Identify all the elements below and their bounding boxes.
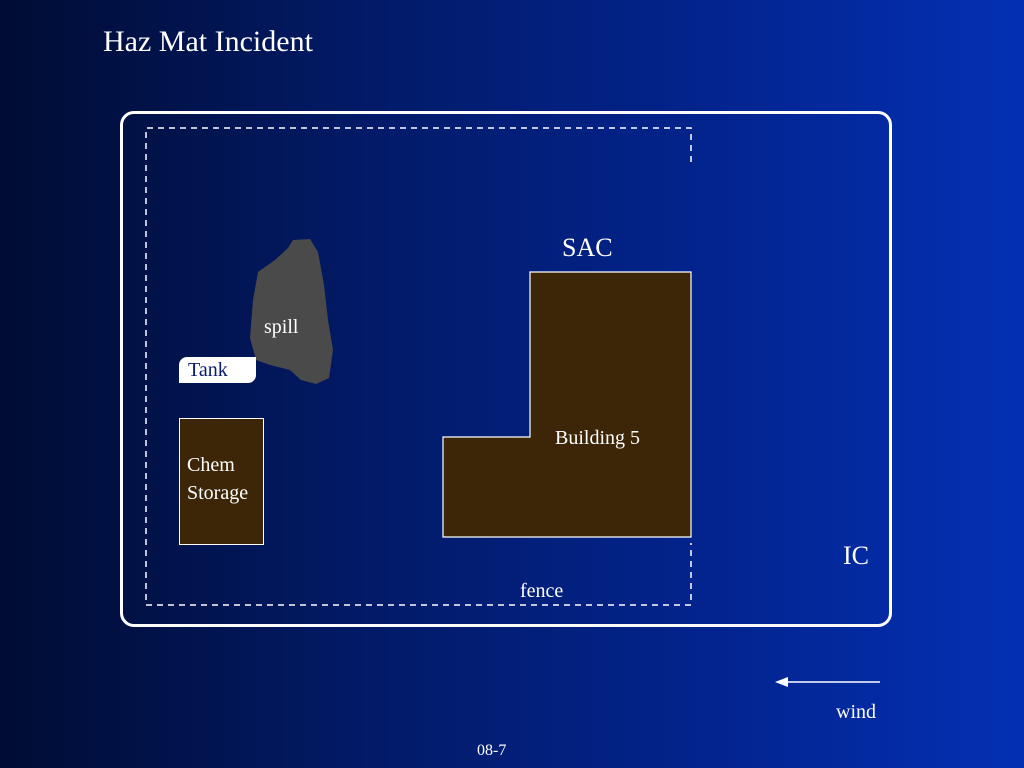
spill-label: spill (264, 316, 299, 338)
sac-label: SAC (562, 233, 613, 262)
building-5-shape (442, 271, 692, 538)
ic-label: IC (843, 541, 869, 570)
building-5-label: Building 5 (555, 427, 641, 449)
wind-arrow-head (775, 677, 788, 687)
chem-storage-building (179, 418, 264, 545)
tank (179, 357, 256, 383)
chem-storage-label: Chem Storage (187, 454, 249, 504)
site-boundary (120, 111, 892, 627)
wind-label: wind (836, 701, 876, 723)
tank-label: Tank (188, 359, 228, 381)
slide-title: Haz Mat Incident (103, 25, 313, 58)
spill-area (250, 239, 333, 384)
fence-line (145, 127, 692, 606)
slide-number: 08-7 (477, 742, 507, 759)
fence-label: fence (520, 580, 564, 602)
